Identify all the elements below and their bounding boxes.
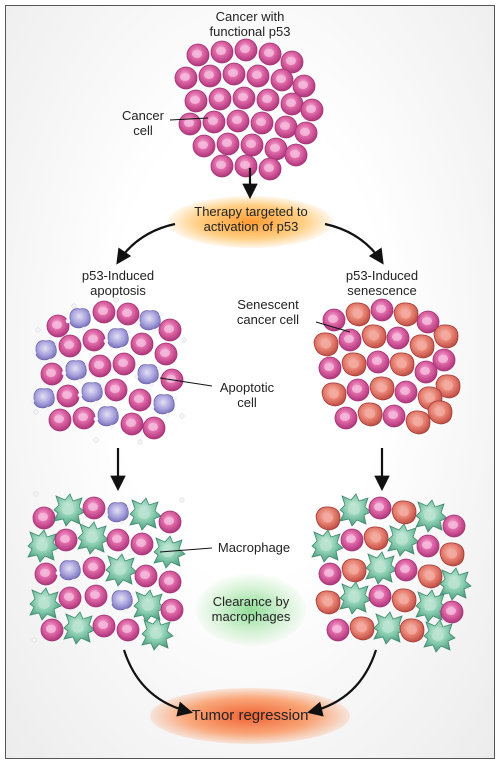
top-title: Cancer with functional p53 <box>190 9 310 39</box>
cancer-cell-label-line1: Cancer <box>122 108 164 123</box>
senescent-cell-label-line2: cancer cell <box>236 312 300 327</box>
clearance-label-line2: macrophages <box>211 609 291 624</box>
arrow-to-apoptosis <box>116 222 176 265</box>
senescent-cell-leader <box>315 321 351 333</box>
top-title-line1: Cancer with <box>215 9 285 24</box>
therapy-label: Therapy targeted to activation of p53 <box>176 204 326 234</box>
senescence-label: p53-Induced senescence <box>332 268 432 298</box>
apoptotic-cell-leader <box>159 377 213 387</box>
tumor-regression-label: Tumor regression <box>191 707 309 724</box>
senescent-cell-label-line1: Senescent <box>237 297 299 312</box>
cancer-cell-label: Cancer cell <box>116 108 170 138</box>
cancer-cell-leader <box>169 117 209 121</box>
senescence-label-line2: senescence <box>347 283 417 298</box>
macrophage-leader <box>159 547 213 553</box>
therapy-glow <box>168 196 333 248</box>
cancer-cell-label-line2: cell <box>133 123 153 138</box>
apoptotic-cell-label: Apoptotic cell <box>212 380 282 410</box>
clearance-label-line1: Clearance by <box>212 594 290 609</box>
clearance-glow <box>196 574 306 646</box>
senescence-cluster <box>313 298 461 435</box>
arrow-to-senescence <box>324 222 384 265</box>
clearance-label: Clearance by macrophages <box>200 594 302 624</box>
apoptosis-label-line2: apoptosis <box>90 283 146 298</box>
apoptotic-cell-label-line2: cell <box>237 395 257 410</box>
top-title-line2: functional p53 <box>209 24 291 39</box>
arrow-right-to-regression <box>307 649 378 717</box>
cancer-cell-cluster <box>174 38 324 181</box>
therapy-label-line1: Therapy targeted to <box>194 204 308 219</box>
macrophage-cluster-left <box>27 491 186 651</box>
apoptosis-label-line1: p53-Induced <box>81 268 155 283</box>
senescence-label-line1: p53-Induced <box>345 268 419 283</box>
macrophage-label: Macrophage <box>217 540 291 555</box>
arrow-left-to-regression <box>122 649 193 717</box>
apoptotic-cell-label-line1: Apoptotic <box>219 380 275 395</box>
apoptosis-cluster <box>29 297 187 445</box>
apoptosis-label: p53-Induced apoptosis <box>68 268 168 298</box>
therapy-label-line2: activation of p53 <box>203 219 299 234</box>
senescent-cell-label: Senescent cancer cell <box>222 297 314 327</box>
macrophage-cluster-right <box>311 493 472 653</box>
